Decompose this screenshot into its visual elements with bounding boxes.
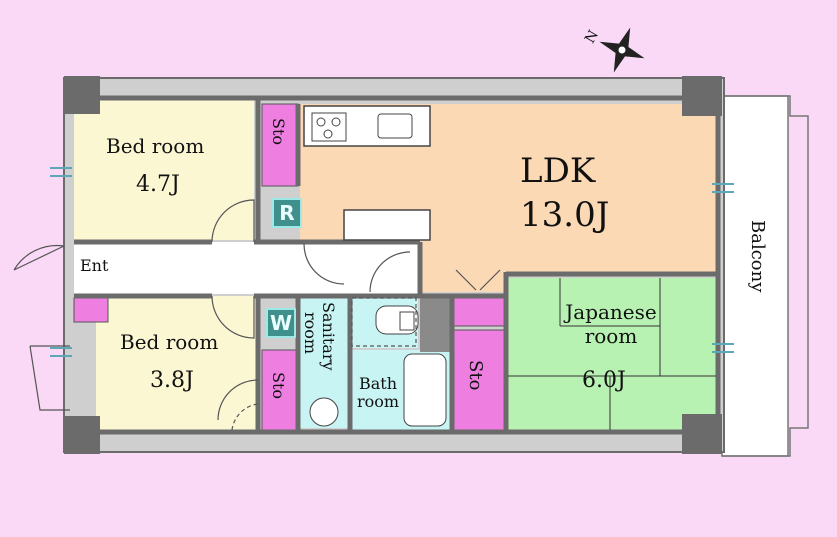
japanese-room-area: [508, 278, 716, 430]
corridor-area: [74, 242, 420, 294]
ldk-name: LDK: [520, 151, 596, 191]
stove-icon: [311, 112, 347, 142]
column-bl: [64, 416, 100, 454]
doors: [13, 199, 501, 421]
bedroom-2-area: [96, 296, 258, 430]
ldk-size: 13.0J: [520, 195, 610, 235]
washbasin-icon: [309, 397, 339, 427]
bath-room-label: Bath room: [350, 376, 406, 410]
ldk-area: [300, 104, 716, 292]
storage-label-japanese: Sto: [465, 360, 486, 391]
bedroom-1-area: [74, 100, 254, 240]
balcony-label: Balcony: [747, 220, 768, 293]
storage-label-bed1: Sto: [269, 118, 288, 146]
kitchen-island: [343, 209, 431, 241]
bedroom-2-size: 3.8J: [150, 368, 194, 393]
japanese-room-name: Japanese room: [556, 302, 666, 346]
japanese-room-name-line2: room: [584, 324, 638, 348]
japanese-room-name-line1: Japanese: [565, 300, 657, 324]
balcony-area: [721, 95, 789, 457]
storage-japanese: [453, 329, 507, 431]
bath-label-line2: room: [356, 392, 400, 411]
refrigerator-badge: R: [272, 198, 302, 228]
japanese-room-size: 6.0J: [582, 368, 626, 393]
storage-bed1: [261, 103, 299, 187]
sink-icon: [377, 113, 413, 139]
sanitary-room-label-line2: room: [301, 312, 320, 355]
tatami-lines: [508, 278, 716, 430]
compass-icon: [599, 27, 645, 73]
entrance-label: Ent: [80, 256, 109, 275]
column-tl: [64, 76, 100, 114]
storage-bed2-top: [73, 297, 109, 323]
walls: [64, 95, 722, 435]
sanitary-room-label-line1: Sanitary: [319, 302, 338, 371]
bedroom-1-name: Bed room: [106, 134, 205, 158]
storage-small: [453, 295, 507, 327]
storage-label-sanitary: Sto: [269, 372, 288, 400]
bedroom-1-size: 4.7J: [136, 172, 180, 197]
bathtub-icon: [403, 353, 447, 427]
washer-badge: W: [266, 308, 296, 338]
bedroom-2-name: Bed room: [120, 330, 219, 354]
bath-label-line1: Bath: [358, 374, 398, 393]
